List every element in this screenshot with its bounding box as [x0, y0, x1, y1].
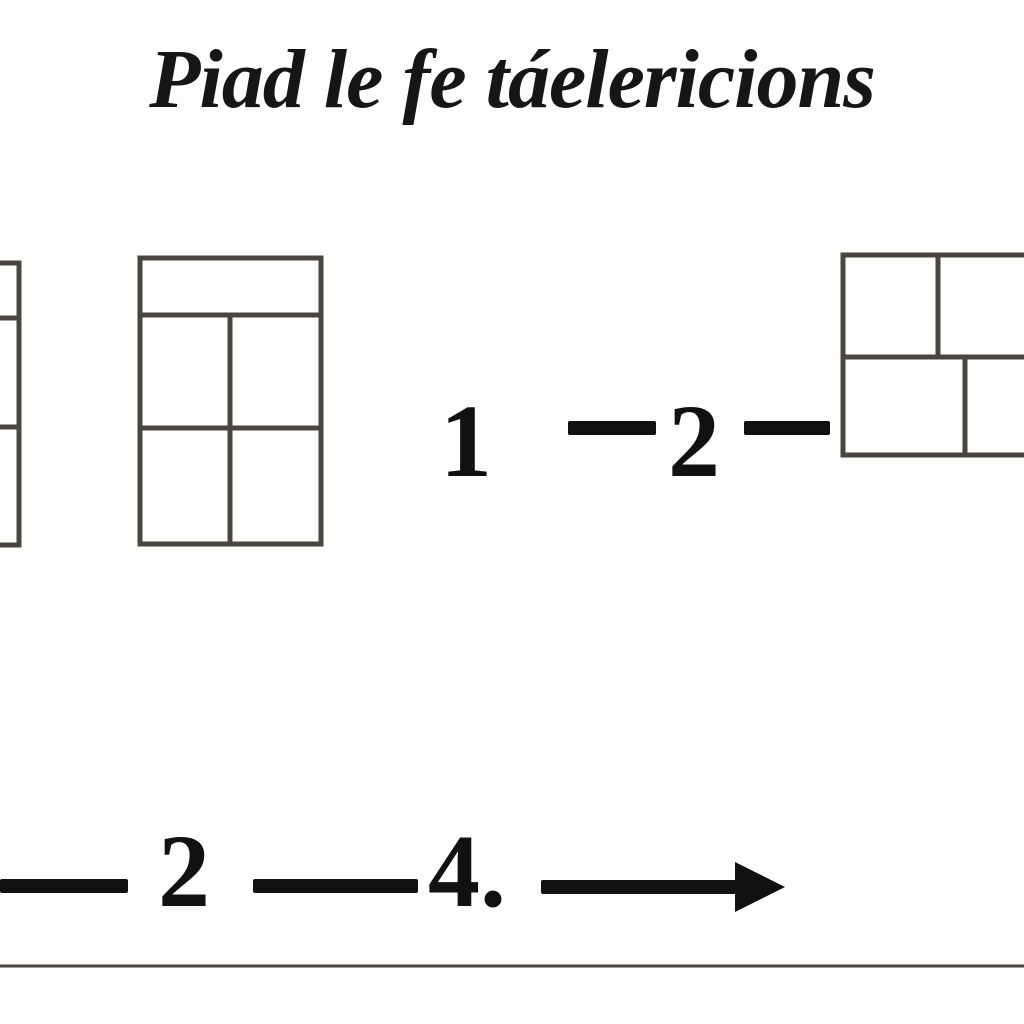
- partial-grid-left: [0, 260, 22, 548]
- arrow-head: [735, 862, 785, 912]
- connector-dash: [744, 421, 830, 435]
- step-number-2: 2: [668, 384, 720, 499]
- connector-dash: [568, 421, 656, 435]
- connector-dash: [0, 879, 128, 893]
- step-number-4: 4.: [428, 814, 506, 929]
- connector-dash: [253, 879, 418, 893]
- step-number-1: 1: [440, 384, 492, 499]
- page-title: Piad le fe táelericions: [149, 33, 876, 126]
- wide-grid-right: [840, 252, 1024, 458]
- step-number-2-lower: 2: [158, 814, 210, 929]
- tall-grid: [137, 255, 324, 547]
- arrow-shaft: [541, 880, 741, 894]
